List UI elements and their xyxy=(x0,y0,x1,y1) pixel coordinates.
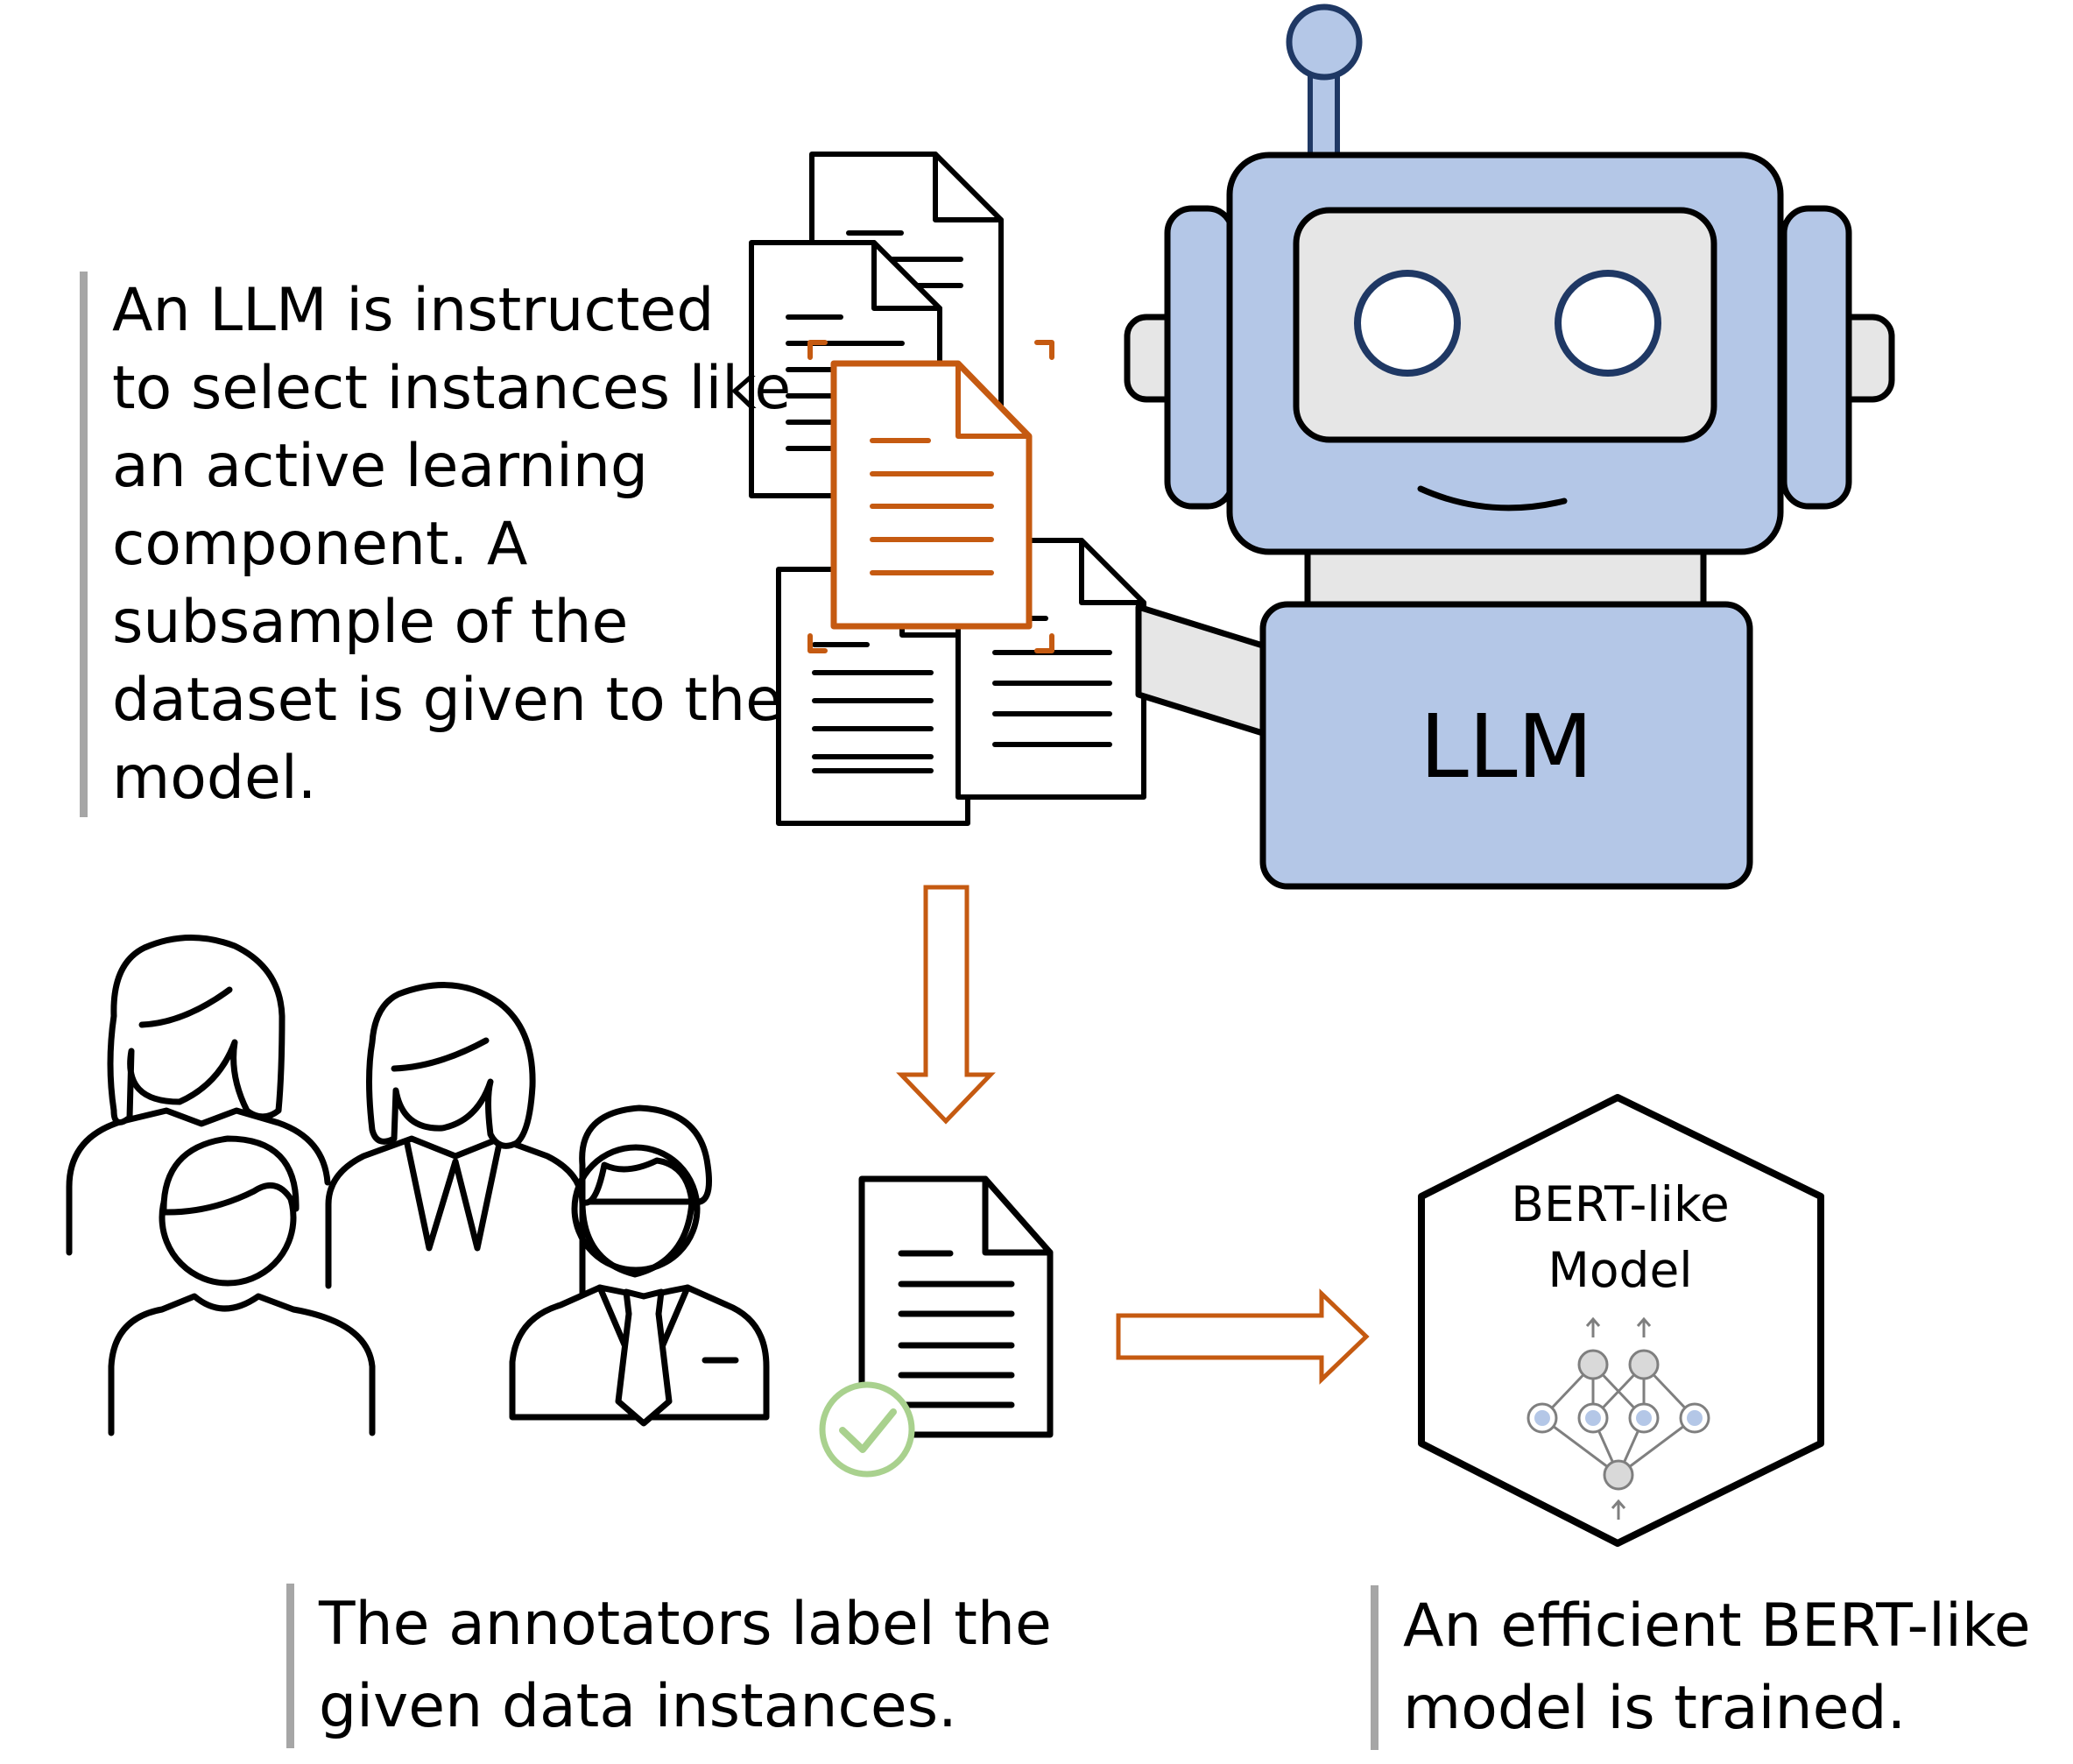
annotators-caption: The annotators label the given data inst… xyxy=(286,1584,1052,1748)
robot-arm xyxy=(1135,603,1269,737)
antenna-stem xyxy=(1308,67,1340,162)
caption-line: dataset is given to the xyxy=(112,666,782,735)
robot-eye-right xyxy=(1555,270,1661,377)
bert-model-hexagon: BERT-like Model xyxy=(1418,1094,1824,1547)
robot-body xyxy=(1259,601,1753,890)
selected-document-icon xyxy=(807,340,1054,653)
network-node xyxy=(1577,1349,1609,1380)
bert-caption: An efficient BERT-like model is trained. xyxy=(1371,1585,2031,1750)
caption-line: an active learning xyxy=(112,432,649,501)
person-icon xyxy=(108,1135,376,1436)
person-icon xyxy=(509,1104,770,1427)
robot-face xyxy=(1293,207,1717,443)
caption-line: The annotators label the xyxy=(319,1590,1052,1659)
caption-line: given data instances. xyxy=(319,1672,957,1741)
caption-line: model. xyxy=(112,744,317,813)
caption-line: subsample of the xyxy=(112,588,629,657)
bert-model-title-line1: BERT-like xyxy=(1511,1176,1729,1232)
right-arrow xyxy=(1116,1288,1370,1385)
antenna-ball xyxy=(1286,4,1363,81)
network-node xyxy=(1628,1349,1660,1380)
ear-left xyxy=(1164,205,1236,510)
robot-eye-left xyxy=(1354,270,1461,377)
people-group-icon xyxy=(66,934,770,1436)
person-icon xyxy=(325,982,586,1322)
neural-network-icon xyxy=(1527,1316,1710,1520)
caption-line: An LLM is instructed xyxy=(112,276,715,345)
caption-line: to select instances like xyxy=(112,354,792,423)
labeled-document-icon xyxy=(858,1175,1054,1438)
llm-caption: An LLM is instructed to select instances… xyxy=(80,272,791,817)
bert-model-title-line2: Model xyxy=(1548,1242,1692,1298)
robot-icon: LLM xyxy=(1124,4,1895,890)
network-node xyxy=(1603,1459,1634,1491)
caption-line: model is trained. xyxy=(1403,1674,1907,1743)
down-arrow xyxy=(896,885,996,1125)
caption-line: An efficient BERT-like xyxy=(1403,1591,2031,1661)
selection-brackets xyxy=(807,340,1054,653)
ear-right xyxy=(1780,205,1852,510)
caption-line: component. A xyxy=(112,510,528,579)
check-circle-icon xyxy=(819,1381,915,1478)
robot-label: LLM xyxy=(1420,695,1593,798)
robot-mouth xyxy=(1417,485,1568,512)
